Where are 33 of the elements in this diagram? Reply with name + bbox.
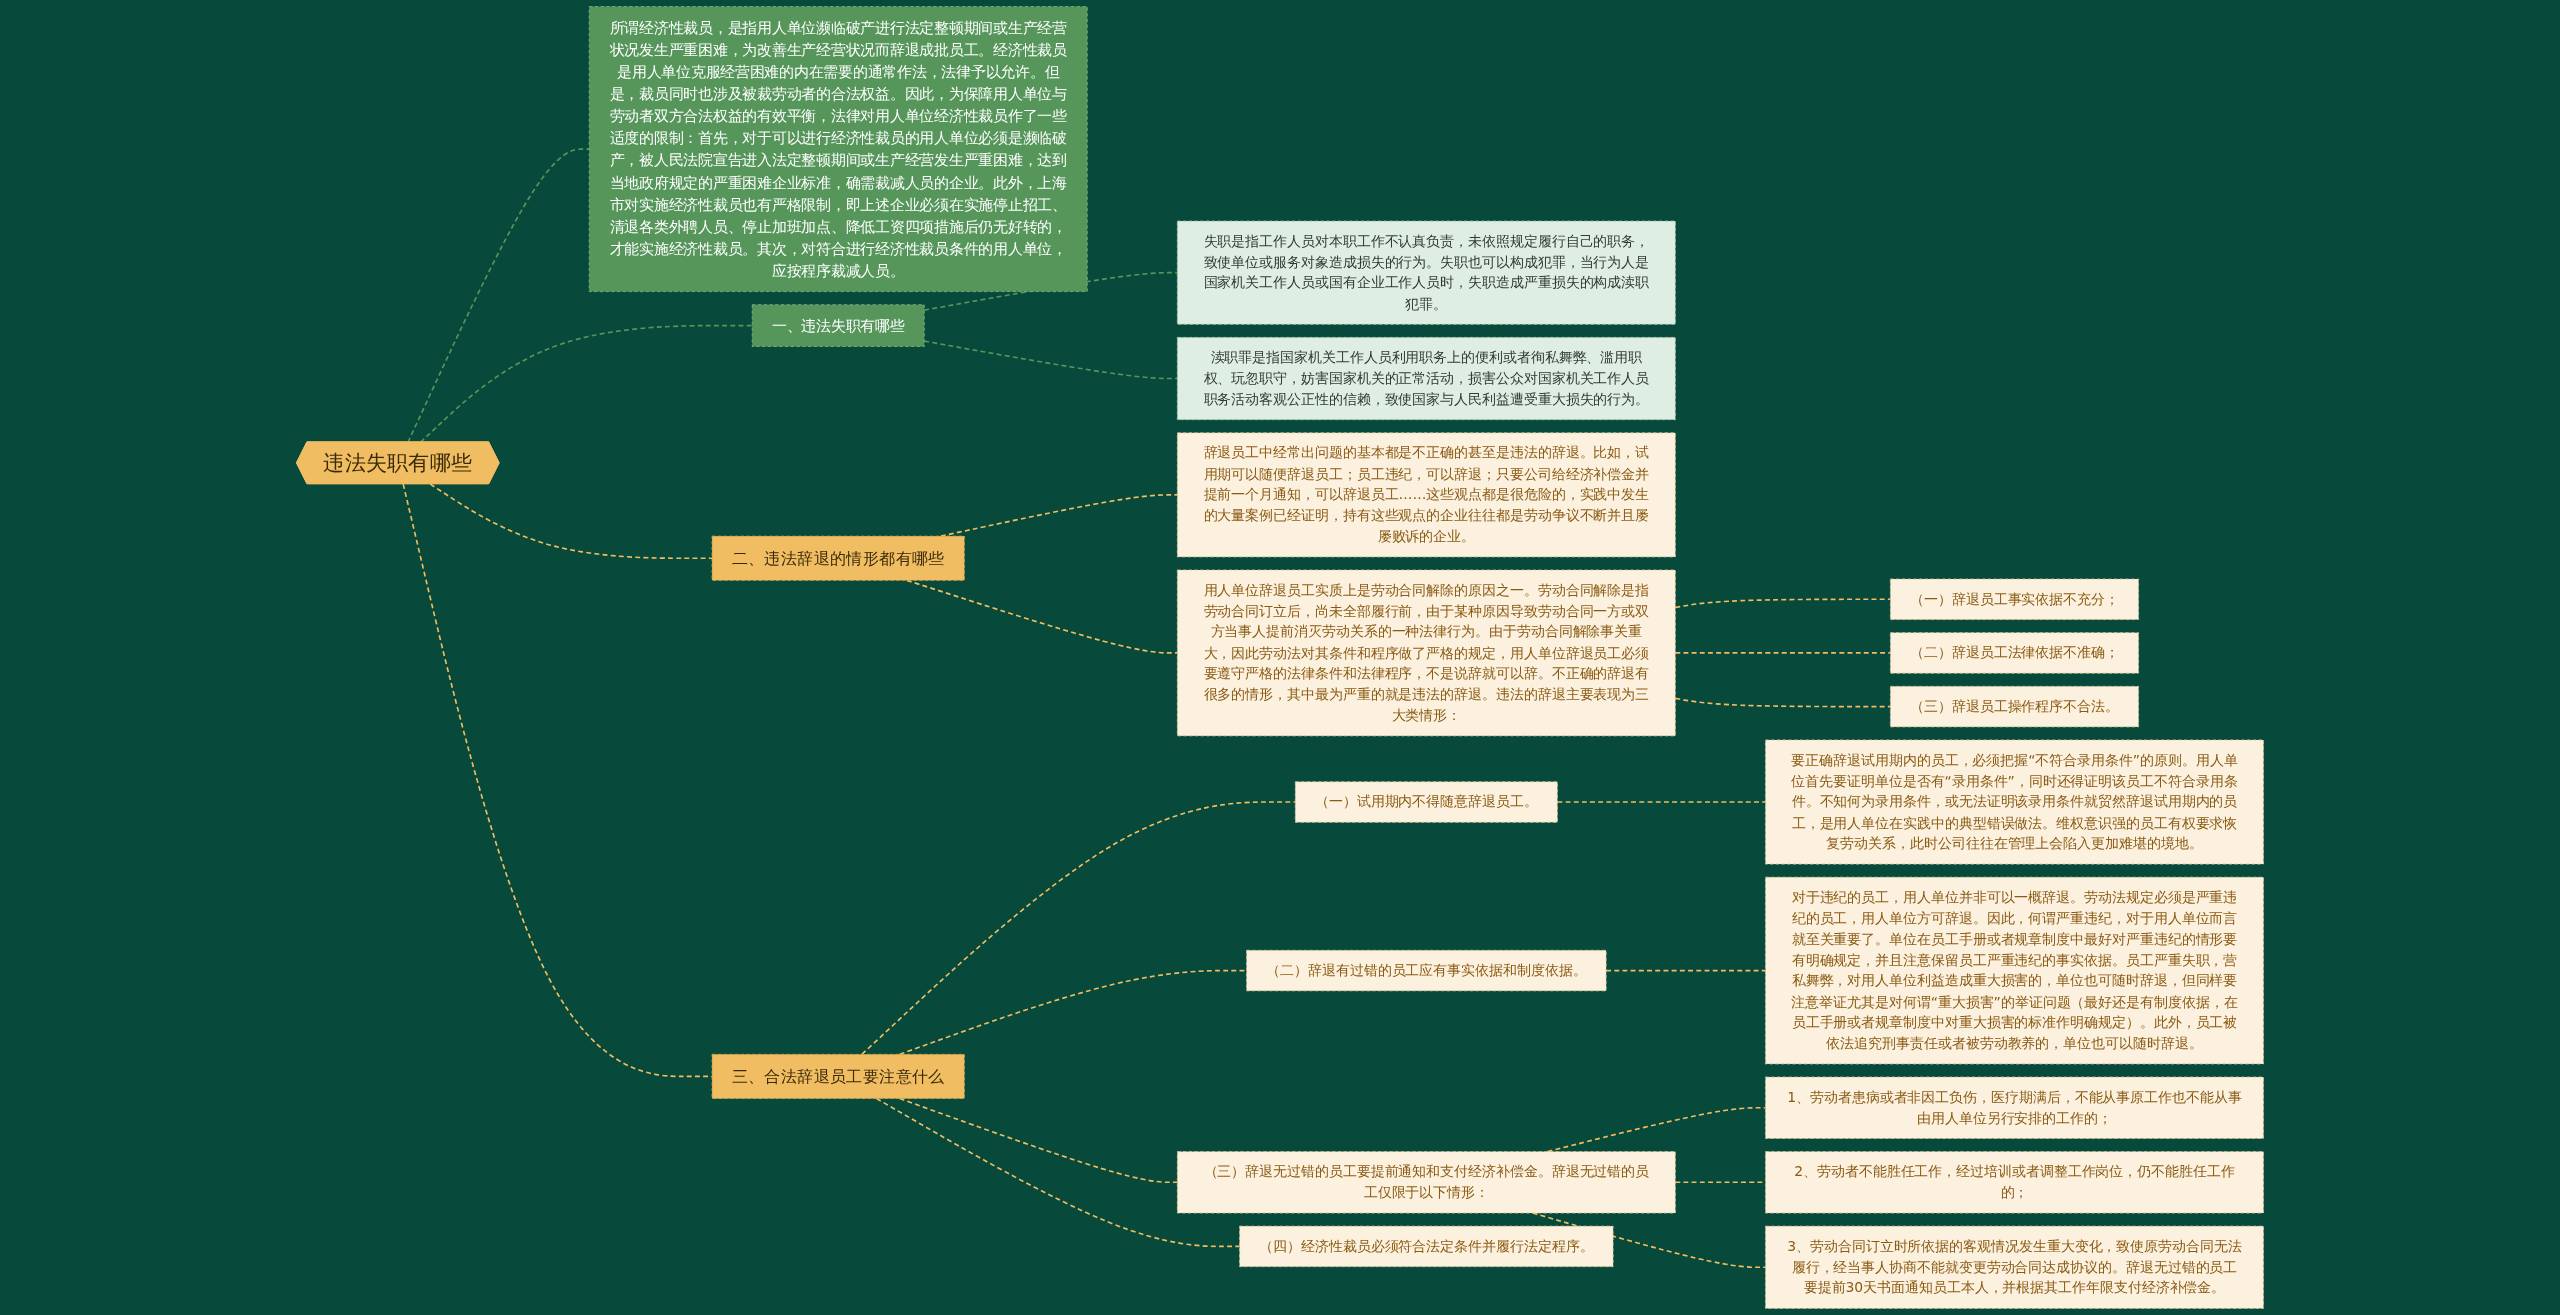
node-box — [1765, 1225, 2264, 1309]
connector — [429, 483, 713, 560]
node-box — [1176, 569, 1676, 737]
connector — [940, 494, 1179, 537]
connector — [906, 579, 1179, 654]
connector — [1674, 598, 1892, 609]
node-box — [1176, 336, 1676, 421]
node-box — [1176, 1151, 1676, 1214]
node-box — [751, 304, 925, 347]
node-box — [711, 535, 965, 581]
node-box — [1889, 578, 2139, 620]
connector — [402, 483, 713, 1078]
connector — [861, 801, 1297, 1056]
connector — [1605, 969, 1767, 972]
node-box — [1246, 949, 1607, 992]
node-box — [711, 1053, 965, 1099]
node-box — [1176, 220, 1676, 325]
node-box — [1294, 781, 1558, 823]
node-box — [1765, 876, 2264, 1065]
connector — [875, 1097, 1241, 1248]
node-box — [1765, 739, 2264, 865]
connector — [923, 340, 1179, 380]
node-box — [1889, 685, 2139, 728]
node-box — [1889, 632, 2139, 674]
connector — [1674, 652, 1892, 654]
connector — [1556, 801, 1767, 803]
node-box — [1176, 432, 1676, 558]
connector — [898, 1097, 1179, 1184]
node-box — [1239, 1225, 1614, 1268]
node-box — [1765, 1076, 2264, 1139]
node-box — [588, 6, 1088, 293]
connector — [1674, 697, 1892, 708]
node-box — [1765, 1151, 2264, 1214]
